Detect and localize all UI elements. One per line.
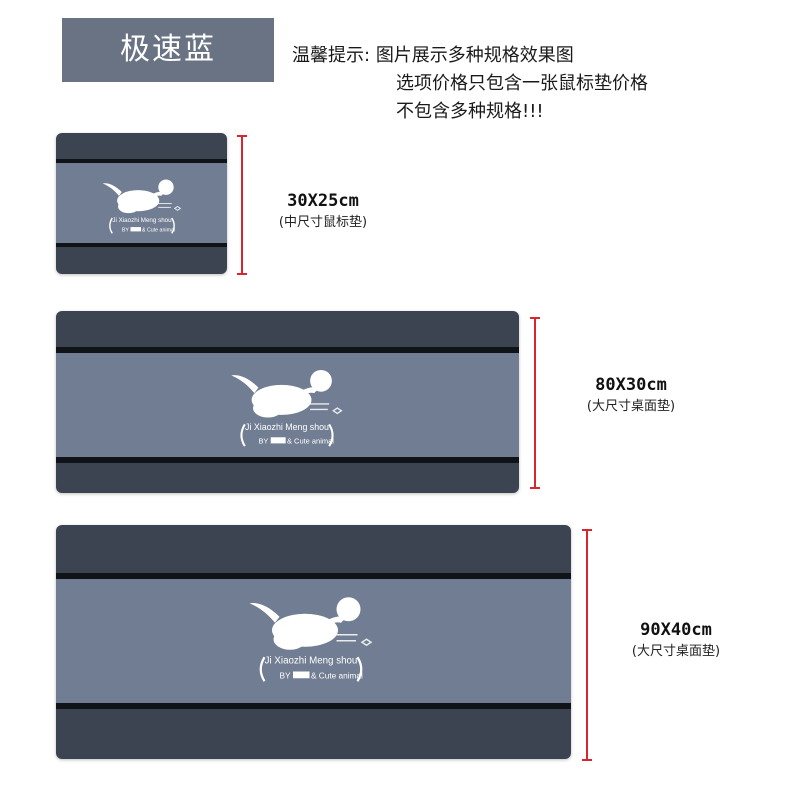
logo-by-suffix: & Cute animal [287,436,334,445]
size-dimension: 90X40cm [640,620,712,640]
measure-line-large [582,529,592,761]
notice-label: 温馨提示: [292,45,371,66]
rabbit-icon [249,597,361,650]
rabbit-logo: Ji Xiaozhi Meng shou BY & Cute animal [231,369,343,447]
logo-line-1: Ji Xiaozhi Meng shou [265,655,358,666]
notice-line-1: 温馨提示: 图片展示多种规格效果图 [292,42,648,70]
logo-by-suffix: & Cute animal [311,671,363,680]
mousepad-small: Ji Xiaozhi Meng shou BY & Cute animal [56,133,227,274]
logo-by-prefix: BY [122,227,130,233]
logo-line-1: Ji Xiaozhi Meng shou [245,422,329,432]
size-description: (大尺寸桌面垫) [631,644,721,659]
pad-stripe-top [56,573,571,579]
rabbit-logo: Ji Xiaozhi Meng shou BY & Cute animal [102,179,182,234]
mousepad-large-desk: Ji Xiaozhi Meng shou BY & Cute animal [56,525,571,759]
rabbit-icon [231,369,332,418]
mousepad-medium-desk: Ji Xiaozhi Meng shou BY & Cute animal [56,311,519,493]
logo-by-prefix: BY [258,436,268,445]
size-description: (中尺寸鼠标垫) [278,215,368,230]
notice-line-3: 不包含多种规格!!! [396,101,544,122]
logo-by-prefix: BY [280,671,292,680]
size-dimension: 80X30cm [595,375,667,395]
size-label-large: 90X40cm (大尺寸桌面垫) [611,619,741,663]
rabbit-logo: Ji Xiaozhi Meng shou BY & Cute animal [249,597,373,682]
notice-line-2: 选项价格只包含一张鼠标垫价格 [396,73,648,94]
logo-redaction-box [270,437,286,444]
measure-line-medium [530,317,540,489]
rabbit-icon [102,179,174,214]
pad-stripe-top [56,347,519,353]
color-name-tag: 极速蓝 [62,18,274,82]
notice-text-1: 图片展示多种规格效果图 [375,45,574,66]
size-description: (大尺寸桌面垫) [586,399,676,414]
logo-redaction-box [293,671,310,679]
logo-line-1: Ji Xiaozhi Meng shou [112,217,172,224]
notice: 温馨提示: 图片展示多种规格效果图 选项价格只包含一张鼠标垫价格 不包含多种规格… [292,42,648,126]
size-label-small: 30X25cm (中尺寸鼠标垫) [258,190,388,234]
size-dimension: 30X25cm [287,191,359,211]
pad-stripe-bottom [56,703,571,709]
logo-redaction-box [130,227,142,232]
size-label-medium: 80X30cm (大尺寸桌面垫) [566,374,696,418]
pad-stripe-bottom [56,457,519,463]
pad-stripe-bottom [56,243,227,247]
logo-by-suffix: & Cute animal [142,227,175,233]
measure-line-small [237,135,247,275]
pad-stripe-top [56,159,227,163]
